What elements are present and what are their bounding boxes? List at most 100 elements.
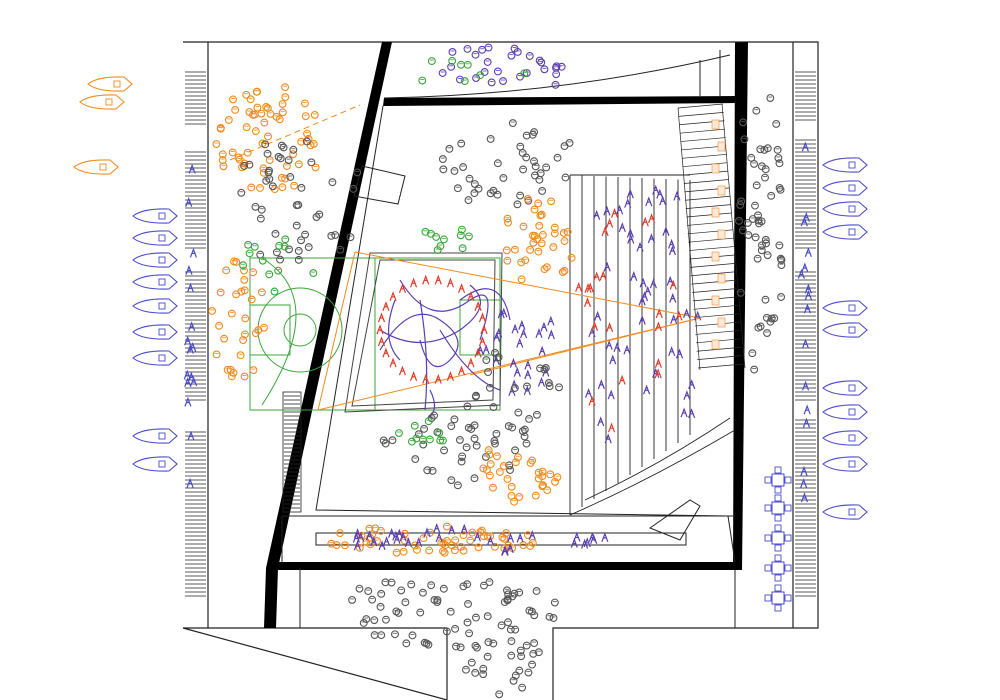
person-icon <box>603 205 611 216</box>
person-icon <box>540 365 549 374</box>
person-icon <box>438 155 447 164</box>
person-icon <box>499 173 508 182</box>
person-icon <box>485 450 494 459</box>
person-icon <box>500 534 509 543</box>
person-icon <box>549 243 558 252</box>
person-icon <box>240 266 248 275</box>
person-icon <box>239 261 248 270</box>
flag-icon <box>711 207 720 218</box>
person-icon <box>420 638 429 647</box>
person-icon <box>243 148 252 157</box>
person-icon <box>643 384 651 395</box>
person-icon <box>241 314 250 323</box>
person-icon <box>231 105 240 114</box>
person-icon <box>268 182 277 191</box>
person-icon <box>797 268 805 279</box>
person-icon <box>459 163 468 171</box>
person-icon <box>520 432 529 441</box>
person-icon <box>480 324 488 335</box>
person-icon <box>377 631 386 640</box>
person-icon <box>389 357 397 368</box>
person-icon <box>419 440 428 449</box>
person-icon <box>774 153 783 162</box>
person-icon <box>509 357 518 368</box>
person-icon <box>485 471 494 480</box>
person-icon <box>499 462 508 470</box>
person-icon <box>513 366 521 377</box>
person-icon <box>800 216 808 227</box>
person-icon <box>801 338 810 349</box>
person-icon <box>573 531 581 542</box>
person-icon <box>649 278 657 289</box>
person-icon <box>502 246 511 255</box>
person-icon <box>638 295 646 306</box>
person-icon <box>766 94 775 102</box>
person-icon <box>495 327 503 338</box>
person-icon <box>186 477 194 488</box>
person-icon <box>482 344 490 355</box>
person-icon <box>508 119 517 128</box>
person-icon <box>377 312 386 323</box>
person-icon <box>467 357 475 368</box>
person-icon <box>515 492 524 501</box>
person-icon <box>349 184 358 193</box>
person-icon <box>613 342 621 353</box>
person-icon <box>249 366 258 375</box>
person-icon <box>581 538 589 549</box>
person-icon <box>750 365 759 374</box>
person-icon <box>492 429 501 438</box>
person-icon <box>297 183 306 192</box>
person-icon <box>327 231 336 240</box>
person-icon <box>250 242 259 251</box>
person-icon <box>261 140 270 149</box>
person-icon <box>474 543 483 552</box>
person-icon <box>472 441 481 450</box>
person-icon <box>668 238 676 249</box>
person-icon <box>218 150 227 159</box>
person-icon <box>458 452 467 461</box>
person-icon <box>260 323 268 332</box>
person-icon <box>627 233 635 244</box>
person-icon <box>484 368 492 377</box>
person-icon <box>486 134 495 143</box>
person-icon <box>428 466 437 475</box>
person-icon <box>378 540 386 551</box>
building-walls <box>264 42 748 628</box>
person-icon <box>528 530 536 540</box>
person-icon <box>463 580 472 589</box>
person-icon <box>392 548 401 557</box>
person-icon <box>479 664 488 673</box>
flag-icon <box>717 229 726 240</box>
person-icon <box>499 77 507 85</box>
boat-icon <box>132 298 178 314</box>
person-icon <box>435 532 443 543</box>
person-icon <box>265 166 274 175</box>
person-icon <box>506 532 515 543</box>
person-icon <box>804 247 812 258</box>
person-icon <box>218 156 227 165</box>
person-icon <box>453 481 462 490</box>
person-icon <box>525 606 534 615</box>
person-icon <box>558 268 567 276</box>
boat-icon <box>822 404 868 420</box>
person-icon <box>503 475 512 483</box>
person-icon <box>523 385 531 396</box>
person-icon <box>513 200 522 209</box>
secondary-walls <box>281 41 745 628</box>
person-icon <box>516 191 525 200</box>
flag-icon <box>717 273 726 284</box>
person-icon <box>336 245 345 254</box>
person-icon <box>530 231 539 240</box>
person-icon <box>423 527 431 538</box>
person-icon <box>604 433 612 444</box>
boat-icon <box>132 428 178 444</box>
person-icon <box>553 153 562 162</box>
person-icon <box>487 78 496 87</box>
person-icon <box>294 255 303 264</box>
person-icon <box>763 144 772 153</box>
person-icon <box>362 538 371 546</box>
left-stair-hatching <box>185 71 206 597</box>
person-icon <box>495 467 504 476</box>
person-icon <box>669 279 677 290</box>
person-icon <box>517 652 526 661</box>
